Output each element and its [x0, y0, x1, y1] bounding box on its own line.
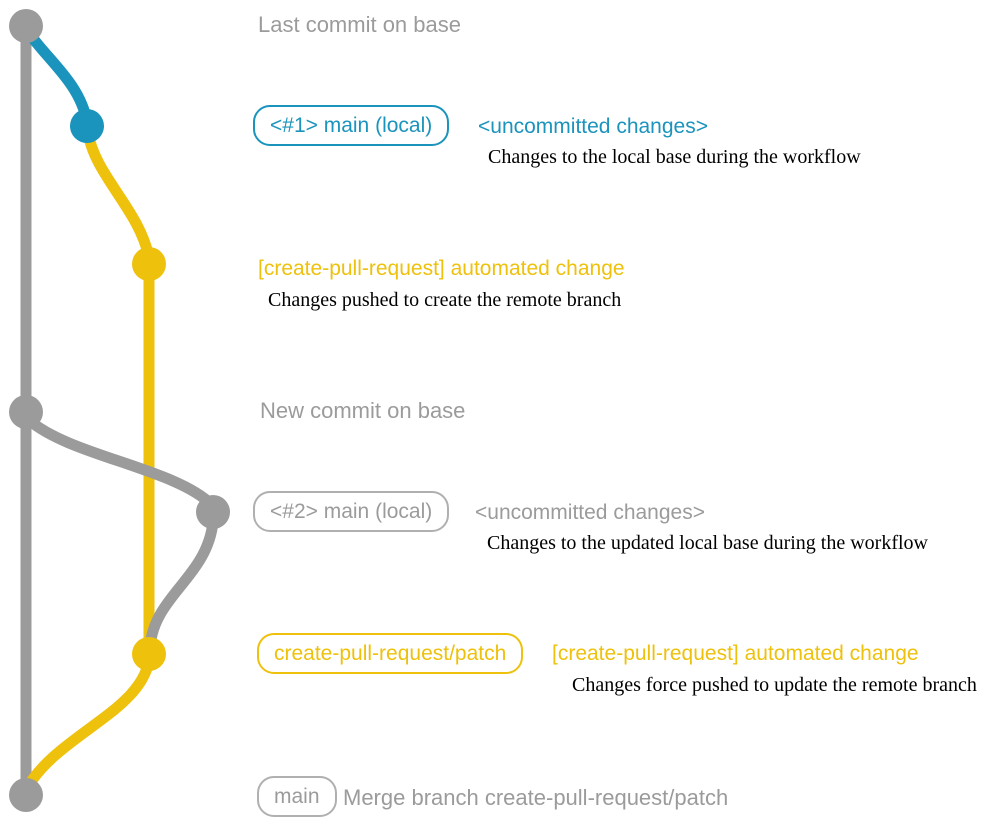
- heading-uncommitted-changes-1: <uncommitted changes>: [478, 115, 708, 138]
- badge-patch-branch: create-pull-request/patch: [257, 633, 524, 674]
- commit-node-new-base: [9, 395, 43, 429]
- badge-main: main: [257, 776, 337, 817]
- badge-main-local-2: <#2> main (local): [253, 491, 450, 532]
- heading-automated-change-1: [create-pull-request] automated change: [258, 257, 625, 280]
- rebase-curve-out: [23, 414, 218, 511]
- heading-automated-change-2: [create-pull-request] automated change: [552, 642, 919, 665]
- patch-branch-merge-curve: [20, 654, 155, 796]
- git-graph: [9, 9, 230, 812]
- description-uncommitted-2: Changes to the updated local base during…: [487, 532, 928, 554]
- badge-main-local-1: <#1> main (local): [253, 105, 450, 146]
- description-automated-2: Changes force pushed to update the remot…: [572, 674, 977, 696]
- rebase-curve-in: [144, 516, 219, 654]
- description-uncommitted-1: Changes to the local base during the wor…: [488, 146, 861, 168]
- label-merge-message: Merge branch create-pull-request/patch: [343, 785, 729, 810]
- commit-node-merge: [9, 778, 43, 812]
- description-automated-1: Changes pushed to create the remote bran…: [268, 289, 622, 311]
- commit-node-patch-1: [132, 247, 166, 281]
- label-new-commit-on-base: New commit on base: [260, 398, 466, 423]
- commit-node-local-1: [70, 109, 104, 143]
- heading-uncommitted-changes-2: <uncommitted changes>: [475, 501, 705, 524]
- commit-node-local-2: [196, 495, 230, 529]
- local-main-branch-curve: [21, 24, 93, 128]
- patch-branch-curve-top: [82, 126, 155, 264]
- commit-node-last-base: [9, 9, 43, 43]
- label-last-commit-on-base: Last commit on base: [258, 12, 461, 37]
- commit-node-patch-2: [132, 637, 166, 671]
